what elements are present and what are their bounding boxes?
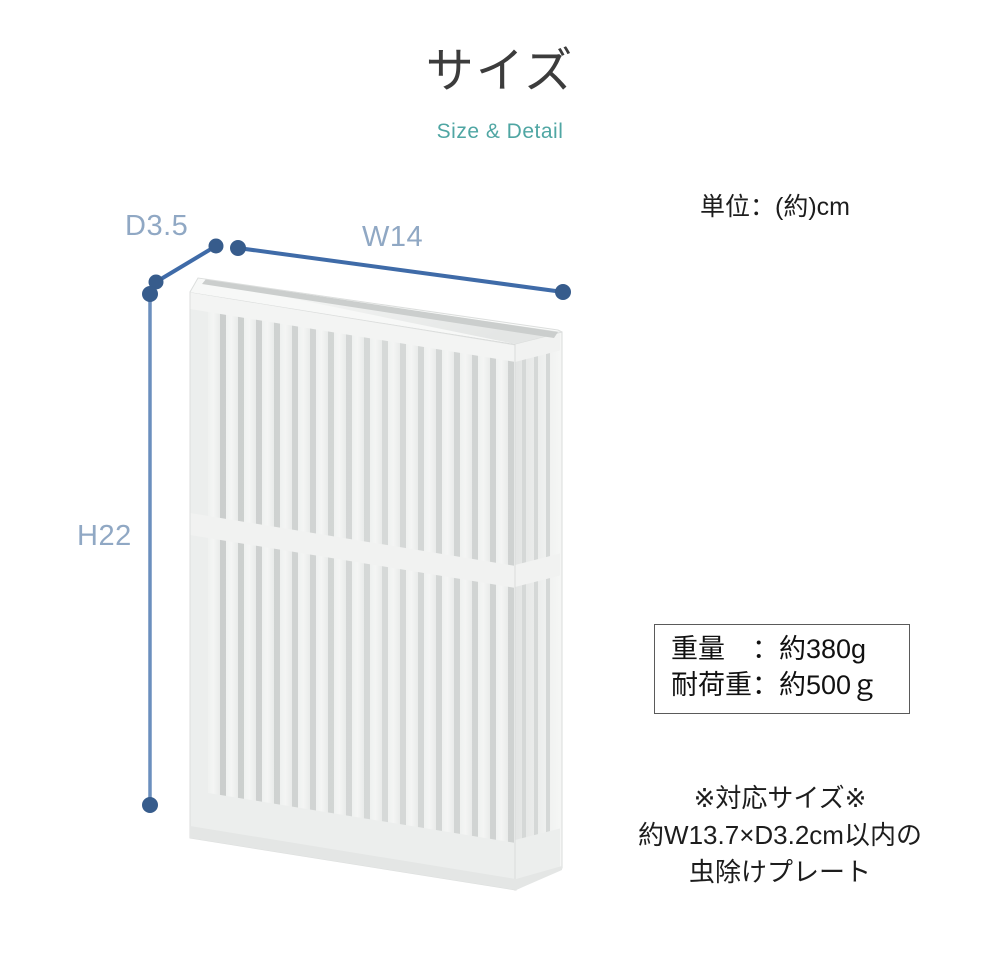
compatibility-size: 約W13.7×D3.2cm以内の [638,820,922,850]
compatibility-heading: ※対応サイズ※ [693,783,867,813]
page-subtitle: Size & Detail [436,120,564,143]
spec-weight: 重量 ：約380g [671,634,867,664]
page-title: サイズ [425,45,575,98]
spec-box: 重量 ：約380g 耐荷重：約500ｇ [654,624,910,714]
slatted-plate-holder-icon [189,277,563,891]
depth-dimension-label: D3.5 [125,210,189,242]
unit-note: 単位：(約)cm [700,193,850,221]
height-dimension-label: H22 [77,520,132,552]
dimension-endpoint-dot [230,240,246,256]
dimension-endpoint-dot [208,238,224,254]
width-dimension-label: W14 [362,221,424,253]
spec-load-capacity: 耐荷重：約500ｇ [671,670,879,700]
compatibility-note: ※対応サイズ※ 約W13.7×D3.2cm以内の 虫除けプレート [580,780,980,891]
product-illustration [150,270,590,920]
compatibility-item: 虫除けプレート [688,857,871,887]
